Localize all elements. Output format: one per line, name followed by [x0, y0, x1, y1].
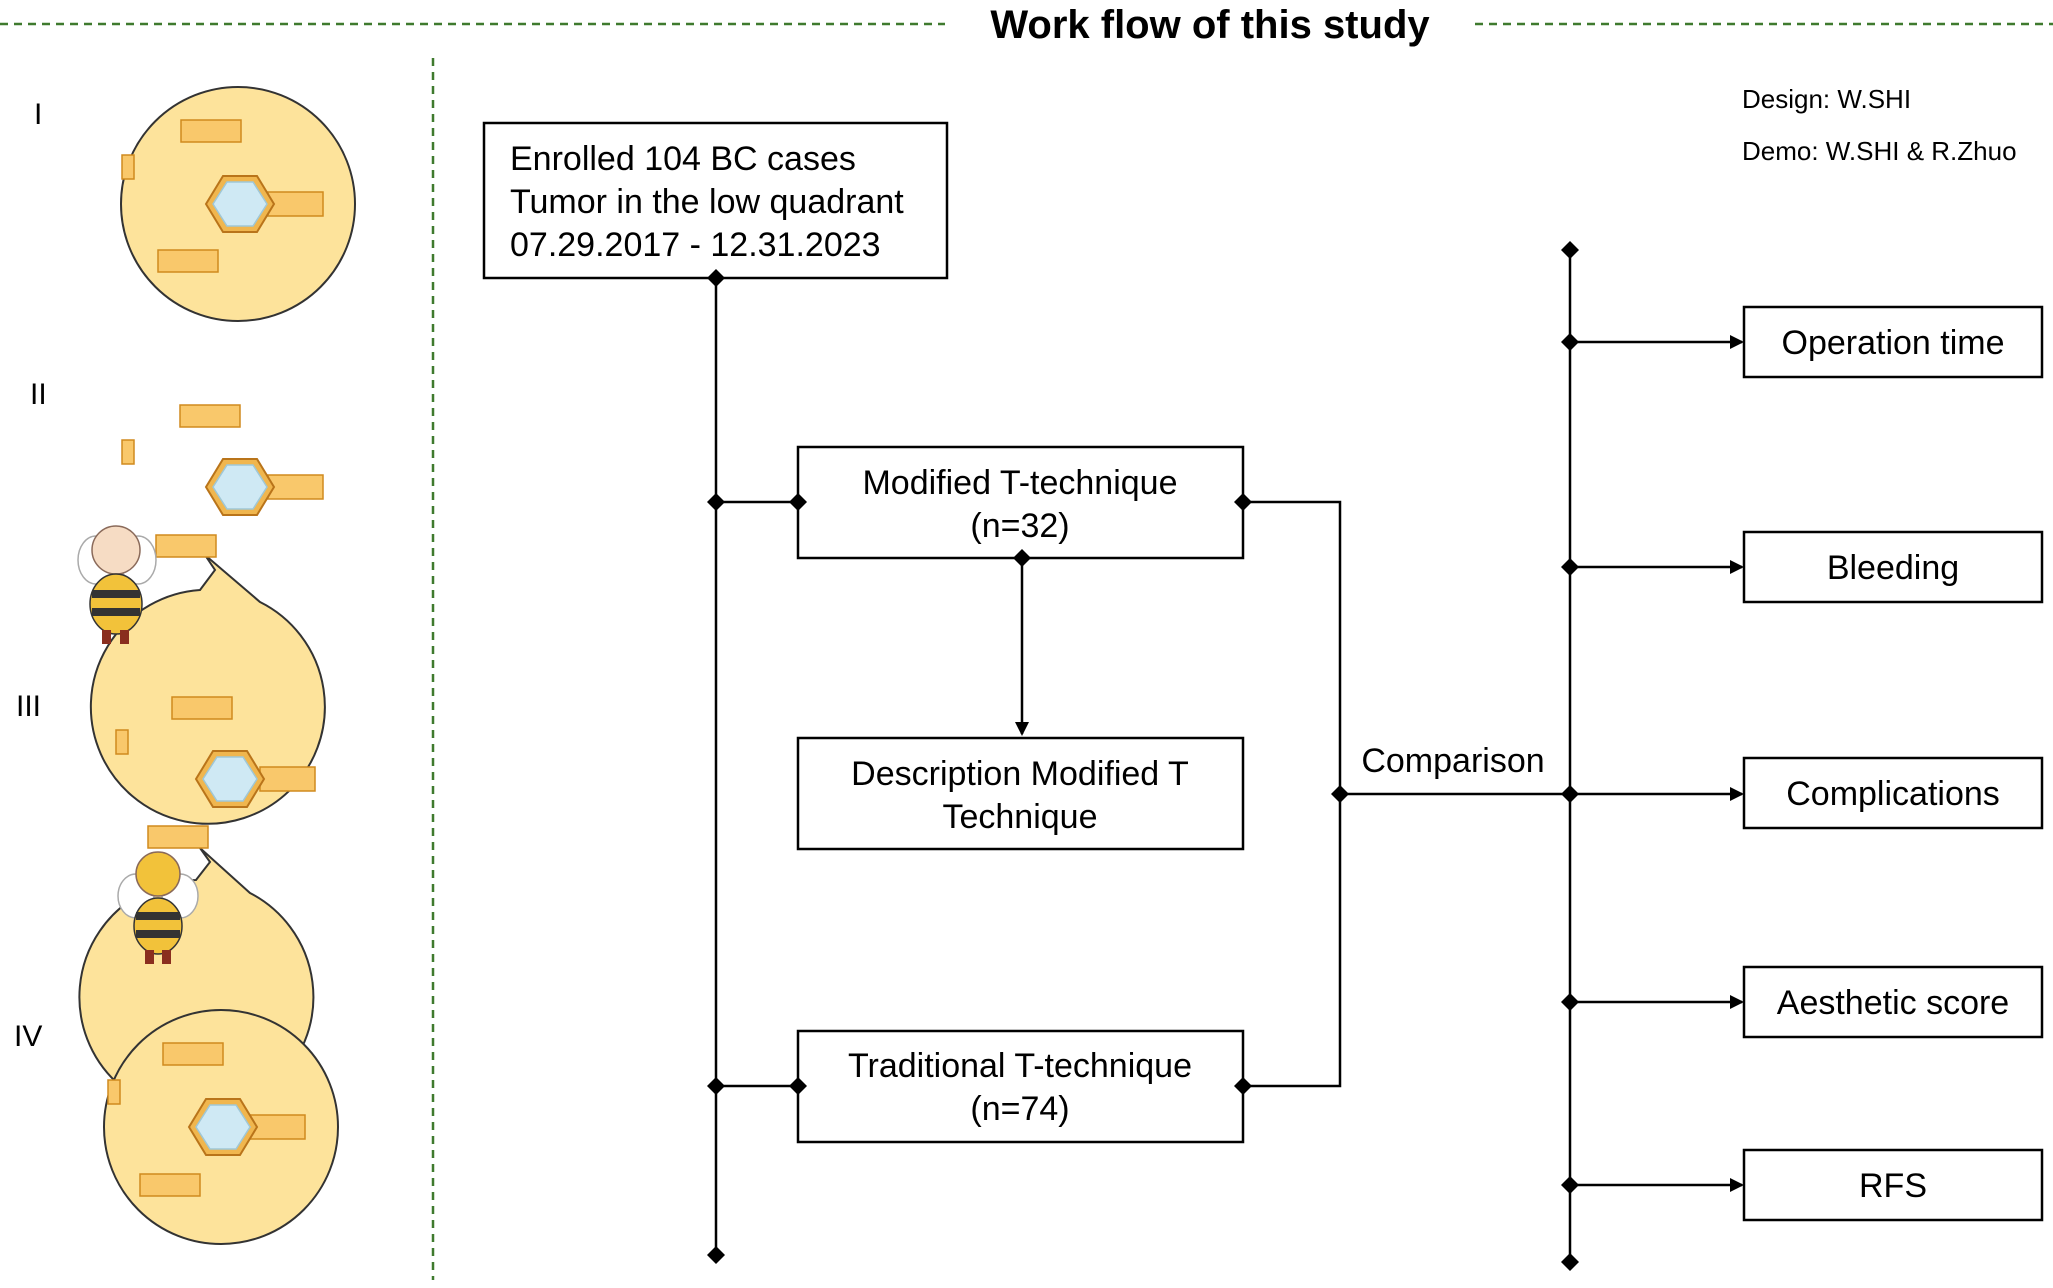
bee-character-2 [117, 851, 199, 964]
enrolled-box [482, 121, 949, 280]
description-box [796, 736, 1245, 851]
connector-diamond [1561, 785, 1579, 803]
connector-diamond [789, 1077, 807, 1095]
connector-diamond [707, 493, 725, 511]
connector-diamond [707, 269, 725, 287]
outcome-box-complications [1742, 756, 2044, 830]
connector-diamond [707, 1077, 725, 1095]
breast-illustration-4 [103, 1009, 339, 1245]
connector-diamond [1561, 993, 1579, 1011]
description-line-2: Technique [942, 798, 1097, 836]
comparison-label: Comparison [1361, 742, 1544, 780]
traditional-box [796, 1029, 1245, 1144]
diagram-title: Work flow of this study [990, 3, 1430, 47]
connector-diamond [1331, 785, 1349, 803]
panel-label-3: III [16, 690, 41, 723]
traditional-line-1: Traditional T-technique [848, 1047, 1192, 1085]
connector-diamonds [707, 241, 1579, 1271]
panel-label-4: IV [14, 1020, 42, 1053]
connector-diamond [1013, 549, 1031, 567]
enrolled-line-2: Tumor in the low quadrant [510, 183, 904, 221]
connector-diamond [1561, 333, 1579, 351]
outcome-bleeding: Bleeding [1827, 549, 1959, 587]
connector-diamond [1561, 1253, 1579, 1271]
modified-line-2: (n=32) [970, 507, 1069, 545]
connector-diamond [1561, 558, 1579, 576]
connector-diamond [1234, 493, 1252, 511]
outcome-aesthetic-score: Aesthetic score [1777, 984, 2009, 1022]
modified-line-1: Modified T-technique [862, 464, 1177, 502]
modified-to-comparison [1243, 500, 1342, 1088]
design-credit: Design: W.SHI [1742, 84, 1911, 114]
outcome-rfs: RFS [1859, 1167, 1927, 1205]
connector-diamond [789, 493, 807, 511]
description-line-1: Description Modified T [851, 755, 1189, 793]
outcome-box-rfs [1742, 1148, 2044, 1222]
outcome-box-bleeding [1742, 530, 2044, 604]
breast-illustration-2 [89, 404, 326, 825]
breast-illustration-1 [120, 86, 356, 322]
outcome-operation-time: Operation time [1782, 324, 2005, 362]
connector-diamond [1561, 241, 1579, 259]
outcome-box-aesthetic-score [1742, 965, 2044, 1039]
enrolled-line-3: 07.29.2017 - 12.31.2023 [510, 226, 881, 264]
modified-box [796, 445, 1245, 560]
connector-diamond [707, 1246, 725, 1264]
bee-character-1 [77, 525, 157, 644]
demo-credit: Demo: W.SHI & R.Zhuo [1742, 136, 2017, 166]
panel-label-1: I [34, 98, 42, 131]
traditional-line-2: (n=74) [970, 1090, 1069, 1128]
enrolled-line-1: Enrolled 104 BC cases [510, 140, 856, 178]
outcome-box-operation-time [1742, 305, 2044, 379]
connector-diamond [1561, 1176, 1579, 1194]
outcome-complications: Complications [1786, 775, 2000, 813]
connector-diamond [1234, 1077, 1252, 1095]
panel-label-2: II [30, 378, 47, 411]
